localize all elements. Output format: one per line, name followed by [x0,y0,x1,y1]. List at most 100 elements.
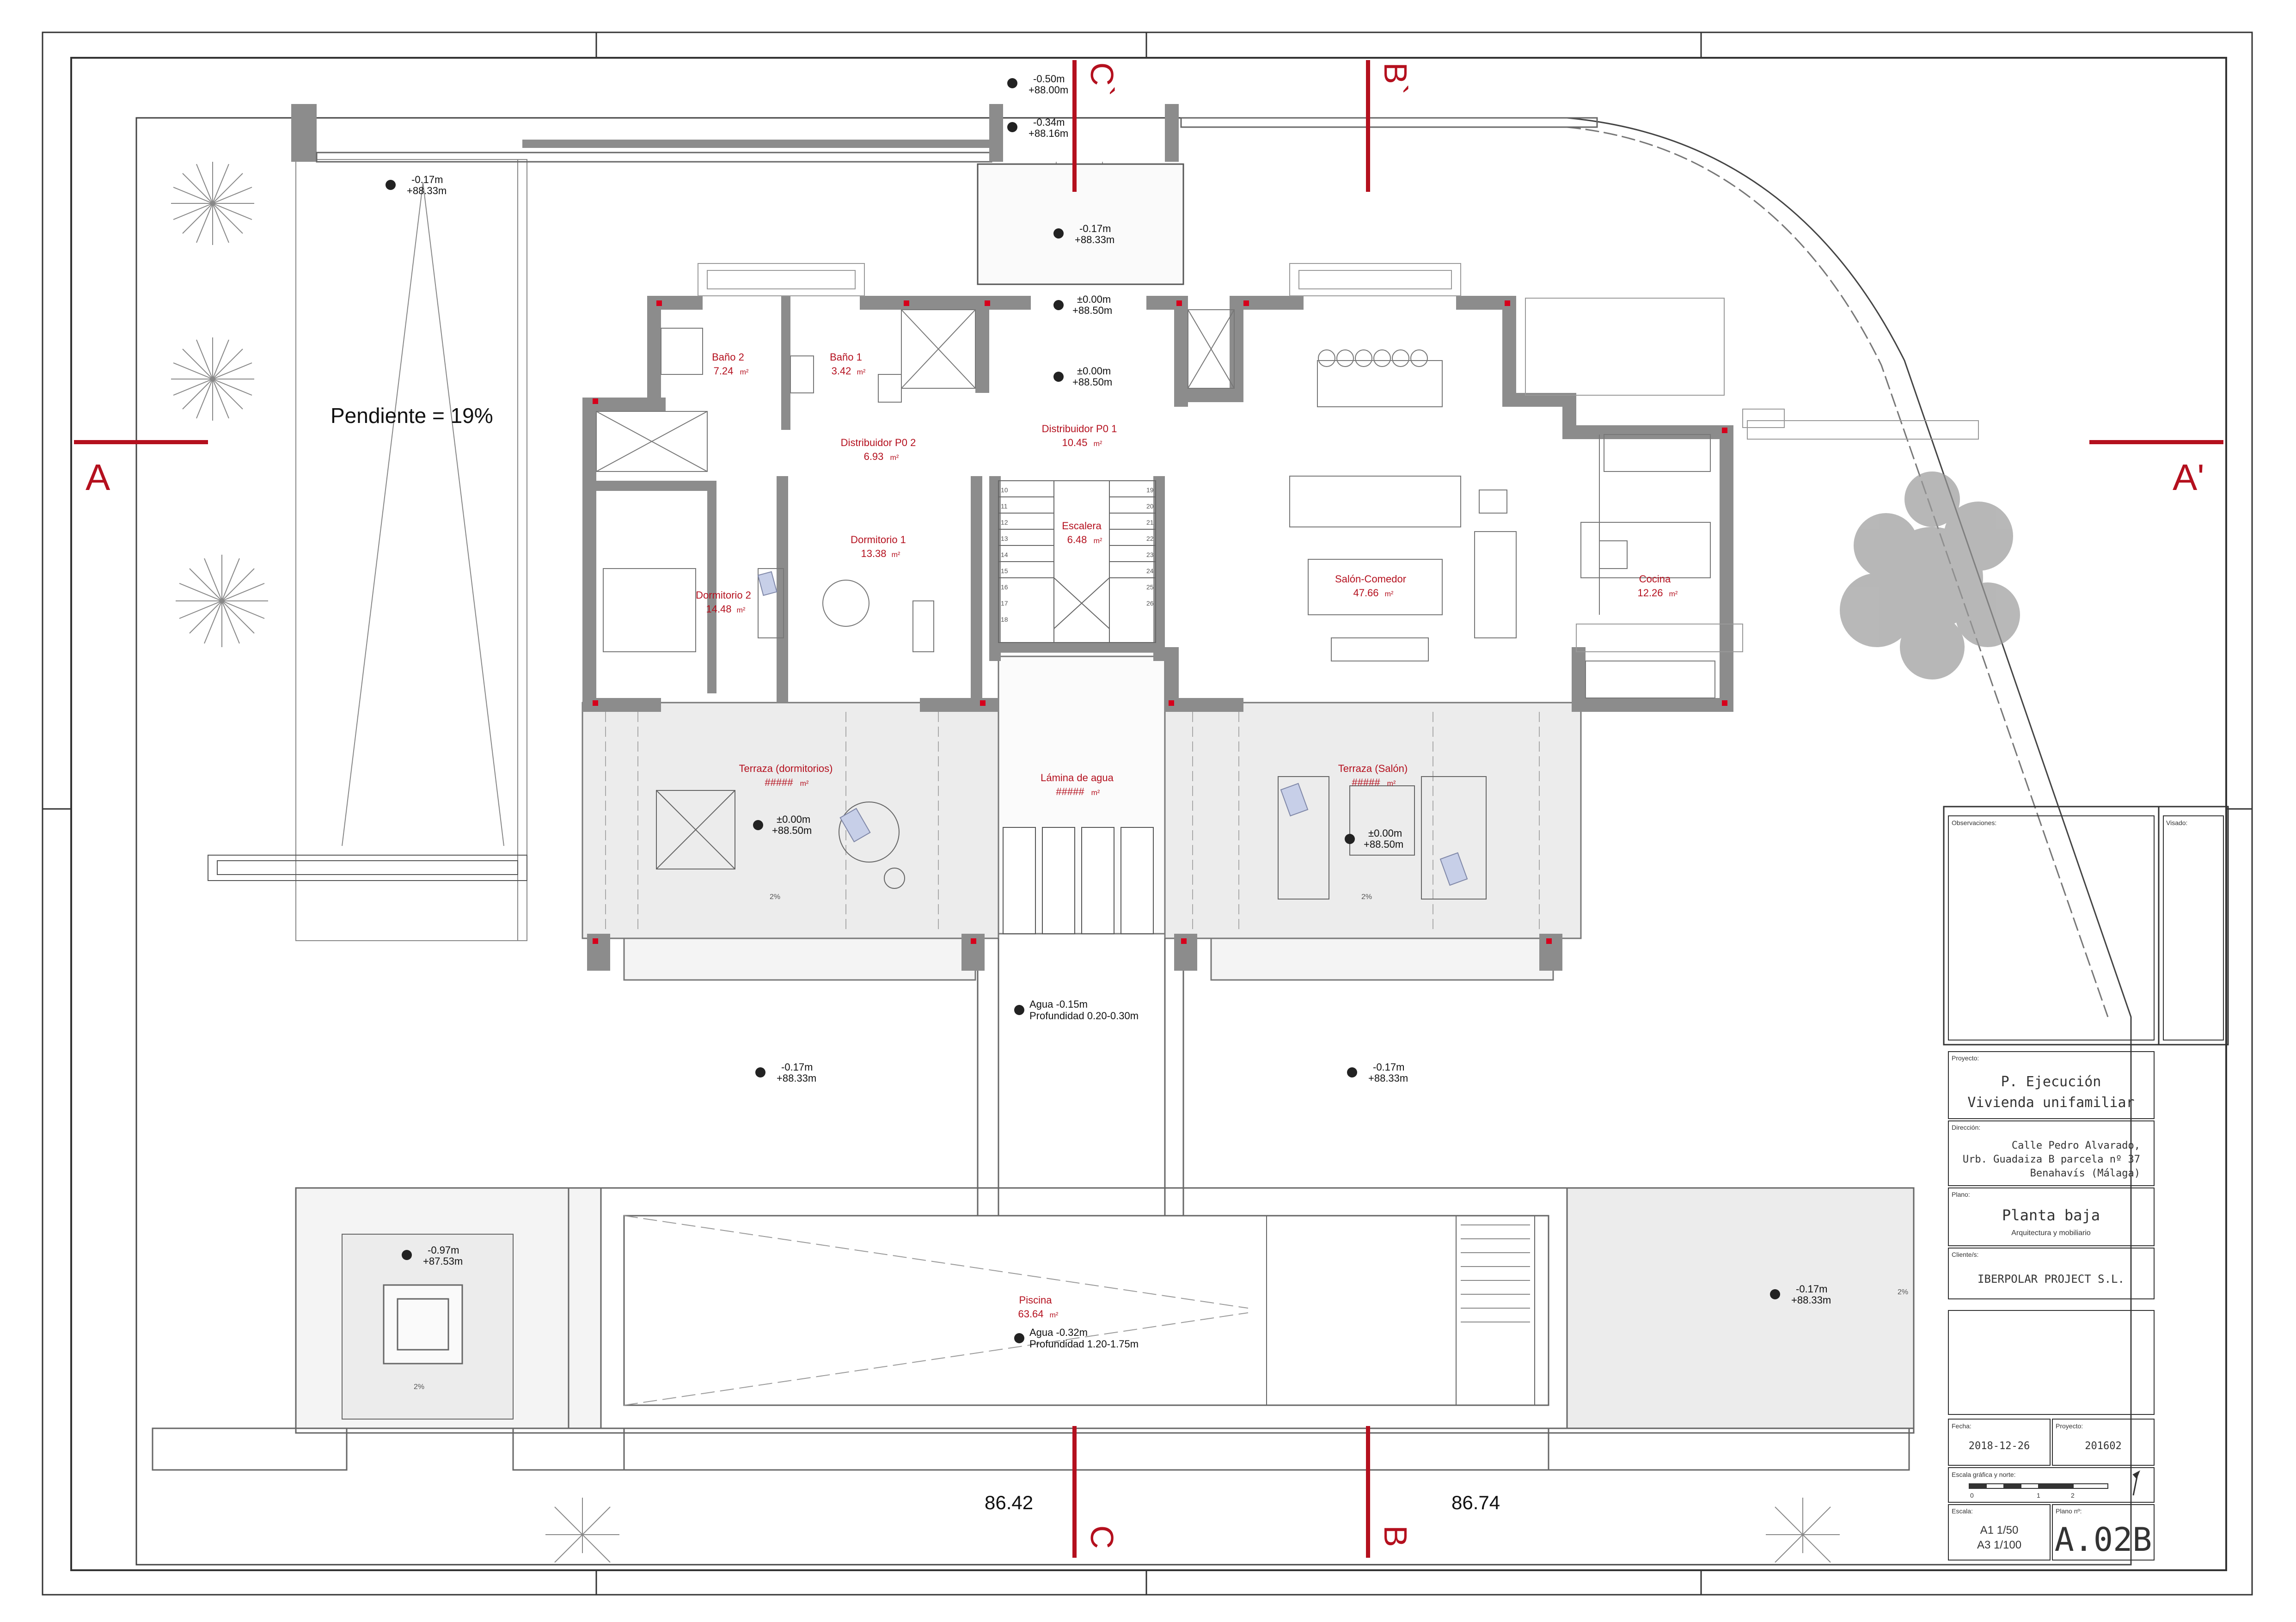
sheet-frame [42,31,2253,1596]
level-elevation: +88.16m [1029,128,1068,139]
room-name: Baño 1 [830,351,862,363]
section-c-bottom-label: C [1084,1525,1120,1549]
room-area: 63.64 [1018,1308,1043,1320]
section-a-left-label: A [86,457,110,498]
water-sheet-blocks [1003,827,1154,934]
level-value: ±0.00m [1368,827,1402,839]
stair [998,480,1156,643]
slope-marks: 2% 2% 2% 2% [414,893,1908,1391]
scale-tick: 1 [2037,1492,2040,1499]
client-label: Cliente/s: [1952,1251,1978,1258]
plan-subtitle: Arquitectura y mobiliario [2011,1229,2091,1237]
pool-steps [1461,1224,1530,1322]
level-elevation: Profundidad 1.20-1.75m [1029,1338,1139,1350]
room-labels: Baño 2 7.24 m² Baño 1 3.42 m² Distribuid… [696,351,1678,1320]
terraces [582,655,1582,981]
section-c-top-label: C` [1084,62,1120,97]
room-unit: m² [890,454,899,462]
level-value: -0.34m [1033,116,1065,128]
level-elevation: +88.00m [1029,84,1068,96]
project-line2: Vivienda unifamiliar [1967,1095,2134,1111]
slope-note: Pendiente = 19% [331,404,493,428]
stair-number: 22 [1146,535,1154,542]
room-unit: m² [1094,440,1102,448]
sheet-number: A.02B [2055,1521,2152,1559]
level-value: -0.17m [1373,1061,1404,1073]
room-area: 6.93 [864,451,884,462]
room-name: Baño 2 [712,351,744,363]
interior-elements [596,309,1715,698]
column-markers [593,300,1727,944]
facade-windows [698,263,1979,652]
room-unit: m² [857,368,866,376]
stair-number: 19 [1146,486,1154,494]
room-name: Dormitorio 2 [696,589,751,601]
stair-number: 14 [1001,551,1008,558]
stair-number: 10 [1001,486,1008,494]
title-block-text: Observaciones: Visado: Proyecto: P. Ejec… [1952,819,2187,1559]
sheet-number-label: Plano nº: [2056,1507,2082,1515]
room-area: 12.26 [1637,587,1663,599]
plan-title: Planta baja [2002,1206,2100,1224]
slope-mark: 2% [770,893,780,901]
level-value: -0.17m [781,1061,813,1073]
slope-mark: 2% [1361,893,1372,901]
room-area: 3.42 [832,365,851,377]
room-unit: m² [1091,789,1100,797]
address-line3: Benahavís (Málaga) [2030,1168,2140,1179]
level-elevation: +88.33m [407,185,447,196]
level-value: -0.97m [428,1244,459,1256]
client-name: IBERPOLAR PROJECT S.L. [1978,1273,2125,1285]
terrace-furniture [656,776,1487,900]
slope-ramp [208,159,527,941]
room-name: Salón-Comedor [1335,573,1406,585]
room-unit: m² [800,780,809,788]
plan-label: Plano: [1952,1191,1970,1198]
graphic-scale-bar [1969,1470,2140,1496]
scale-a3: A3 1/100 [1977,1539,2021,1551]
level-value: -0.17m [1796,1283,1827,1295]
stair-number: 15 [1001,567,1008,575]
project-number-value: 201602 [2085,1440,2121,1452]
room-area: 13.38 [861,548,886,559]
scale-label: Escala: [1952,1507,1973,1515]
level-elevation: +88.33m [1791,1294,1831,1306]
section-a-right-label: A' [2173,457,2204,498]
slope-mark: 2% [1898,1288,1908,1296]
room-unit: m² [1050,1311,1059,1319]
stair-number: 11 [1001,502,1008,510]
stair-number: 21 [1146,519,1154,526]
room-name: Terraza (dormitorios) [739,763,833,774]
room-area: ##### [765,777,793,788]
room-area: 6.48 [1067,534,1087,545]
level-elevation: Profundidad 0.20-0.30m [1029,1010,1139,1022]
level-elevation: +88.50m [772,825,812,836]
stair-number: 26 [1146,600,1154,607]
room-name: Distribuidor P0 1 [1042,423,1117,435]
room-name: Terraza (Salón) [1338,763,1408,774]
scale-tick: 0 [1970,1492,1974,1499]
level-value: -0.50m [1033,73,1065,85]
room-name: Distribuidor P0 2 [841,437,916,448]
pool [152,1187,1915,1471]
room-name: Escalera [1062,520,1102,532]
plot-boundary [135,117,2132,1566]
level-elevation: +88.50m [1072,376,1112,388]
level-elevation: +88.33m [777,1072,816,1084]
top-wall [291,104,1598,285]
level-value: ±0.00m [1077,365,1111,377]
room-area: 10.45 [1062,437,1087,448]
scale-a1: A1 1/50 [1980,1524,2019,1536]
level-elevation: +88.33m [1075,234,1114,245]
slope-mark: 2% [414,1383,424,1391]
level-value: ±0.00m [777,814,810,825]
level-value: ±0.00m [1077,294,1111,305]
section-b-top-label: B` [1378,62,1414,95]
project-number-label: Proyecto: [2056,1422,2083,1430]
date-label: Fecha: [1952,1422,1971,1430]
stair-number: 17 [1001,600,1008,607]
stair-number: 23 [1146,551,1154,558]
room-area: ##### [1056,786,1084,797]
shrub-symbols [171,162,1840,1563]
